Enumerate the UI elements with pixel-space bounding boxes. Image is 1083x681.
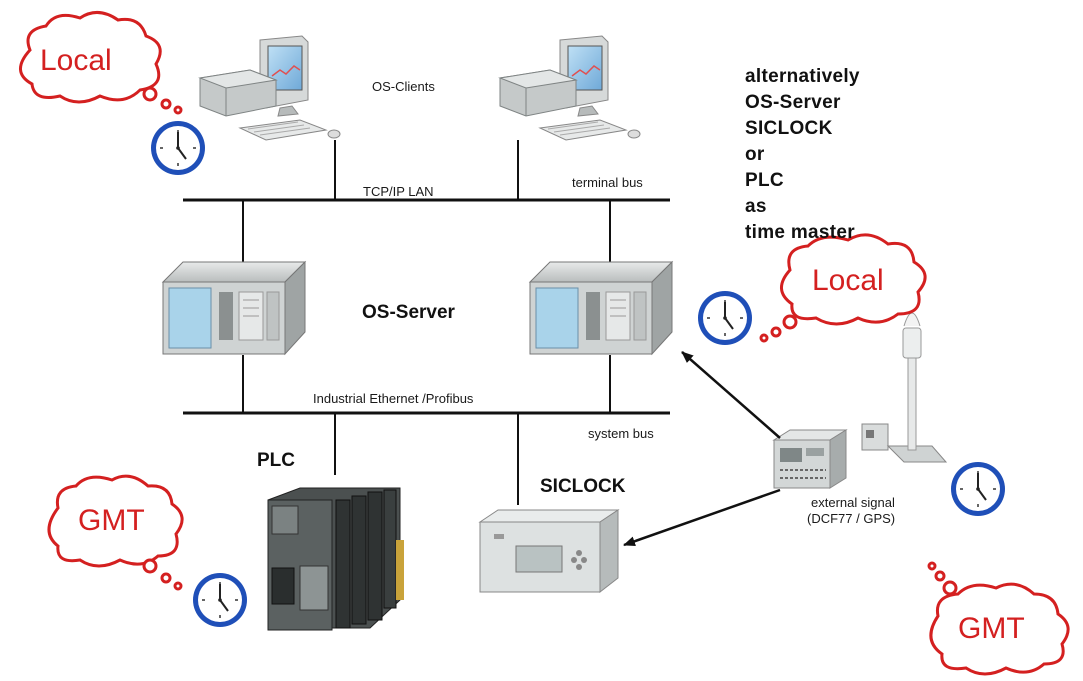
time-master-note: alternatively OS-Server SICLOCK or PLC a… — [745, 64, 860, 246]
siclock-icon — [478, 509, 620, 594]
note-line: as — [745, 196, 767, 217]
antenna-icon — [886, 312, 948, 463]
cloud-label-gmt-external: GMT — [958, 612, 1025, 645]
note-line: OS-Server — [745, 92, 841, 113]
sync-arrow-to-siclock — [623, 488, 781, 547]
note-line: PLC — [745, 170, 784, 191]
system-bus-label: system bus — [588, 426, 654, 441]
gps-receiver-icon — [772, 423, 889, 489]
plc-icon — [267, 487, 404, 631]
tcpip-lan-label: TCP/IP LAN — [363, 184, 434, 199]
external-signal-source-label: (DCF77 / GPS) — [807, 511, 896, 526]
os-server-label: OS-Server — [362, 302, 455, 323]
tcpip-lan-bus — [183, 140, 670, 265]
note-line: alternatively — [745, 66, 860, 87]
workstation-icon — [499, 35, 641, 141]
note-line: or — [745, 144, 765, 165]
external-signal-label: external signal — [811, 495, 895, 510]
server-icon — [162, 261, 306, 355]
note-line: SICLOCK — [745, 118, 833, 139]
cloud-label-local-clients: Local — [40, 44, 112, 77]
industrial-ethernet-label: Industrial Ethernet /Profibus — [313, 391, 474, 406]
sync-arrow-to-server — [681, 351, 781, 439]
clock-icon — [697, 290, 753, 346]
cloud-label-local-server: Local — [812, 264, 884, 297]
plc-label: PLC — [257, 450, 295, 471]
note-line: time master — [745, 222, 855, 243]
thought-cloud-icon — [19, 11, 1070, 676]
cloud-label-gmt-plc: GMT — [78, 504, 145, 537]
clock-icon — [192, 572, 248, 628]
workstation-icon — [199, 35, 341, 141]
terminal-bus-label: terminal bus — [572, 175, 643, 190]
server-icon — [529, 261, 673, 355]
siclock-label: SICLOCK — [540, 476, 626, 497]
os-clients-label: OS-Clients — [372, 79, 435, 94]
clock-icon — [950, 461, 1006, 517]
clock-icon — [150, 120, 206, 176]
industrial-ethernet-bus — [183, 355, 670, 505]
